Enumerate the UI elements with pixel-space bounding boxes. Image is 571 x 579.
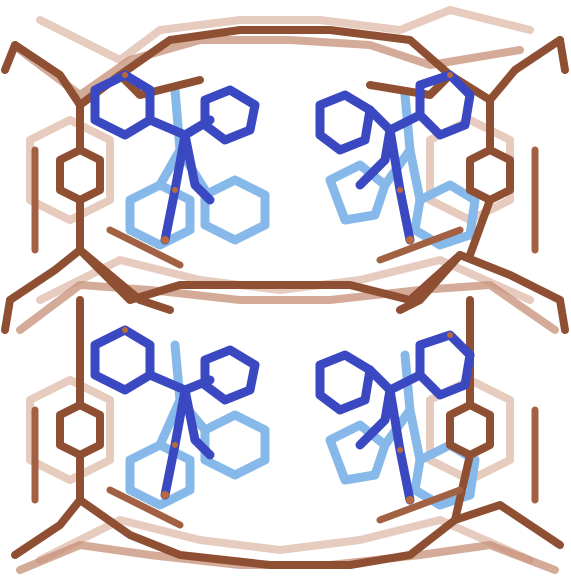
framework-front-layer xyxy=(1,26,569,569)
framework-accents xyxy=(31,146,539,529)
atom-highlights xyxy=(122,72,453,504)
